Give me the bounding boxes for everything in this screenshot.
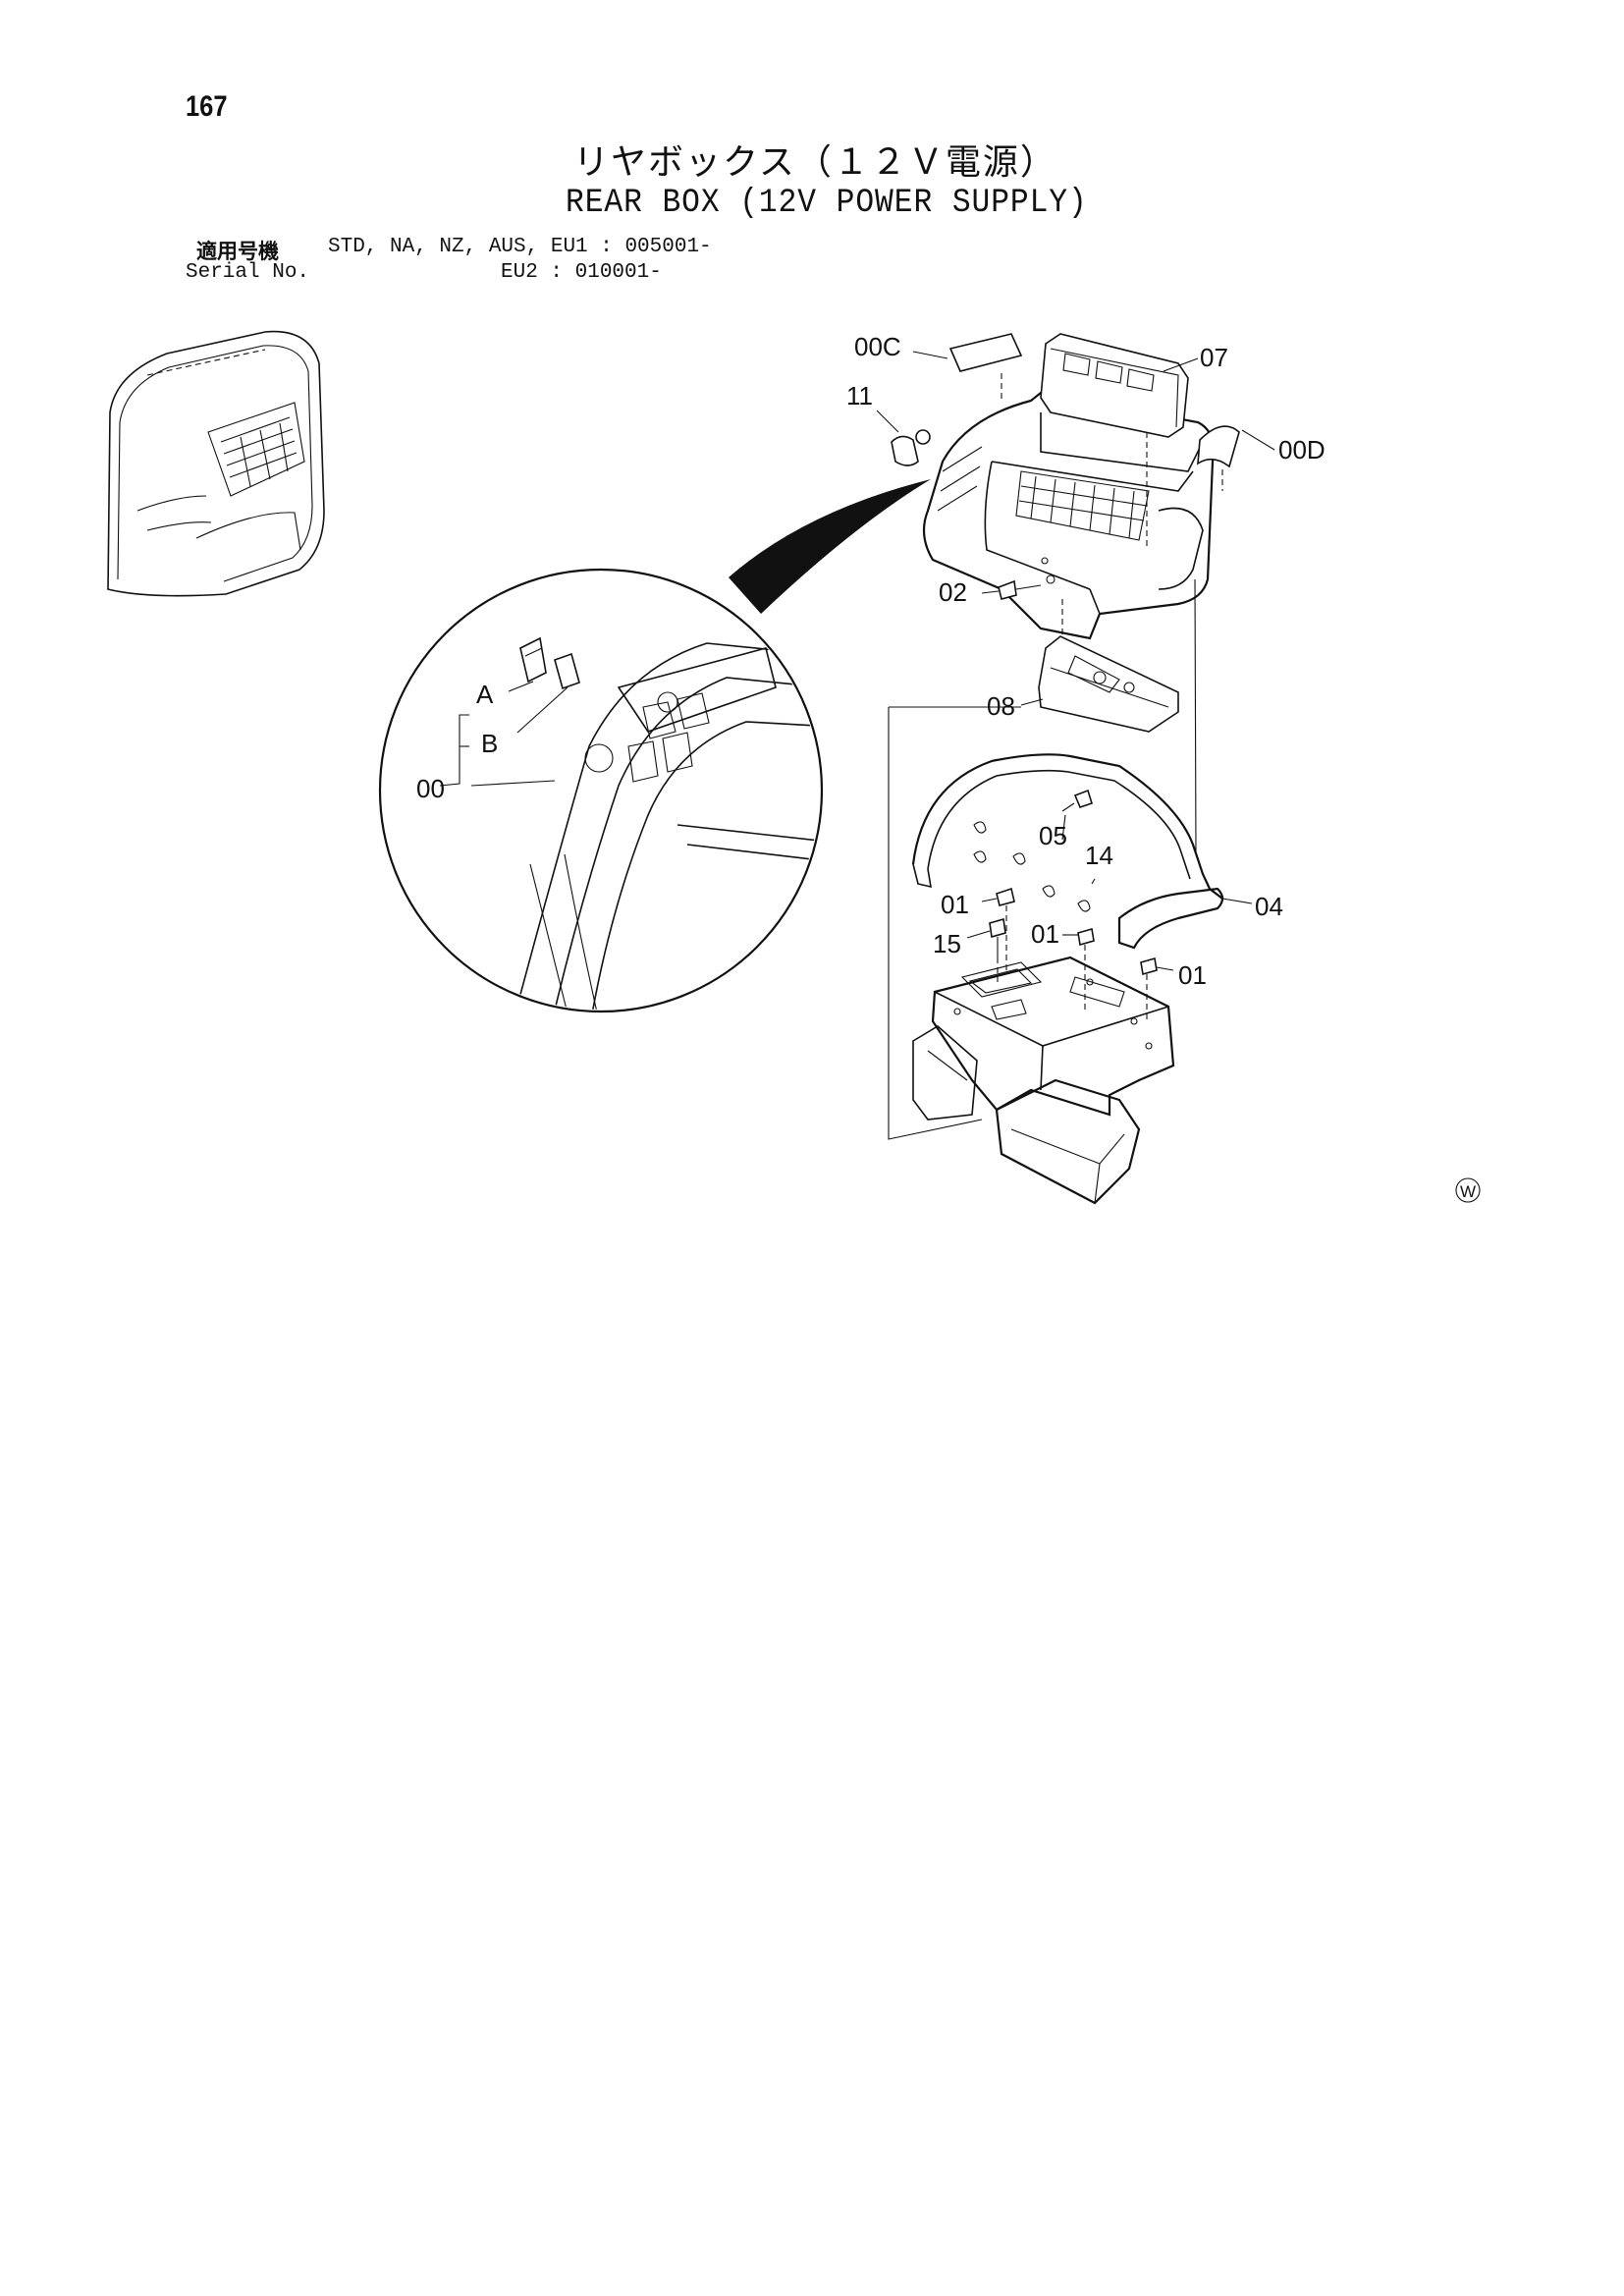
callout-15: 15 xyxy=(933,929,961,958)
part-07-lid xyxy=(1040,333,1189,550)
callout-04: 04 xyxy=(1255,892,1283,921)
callout-A: A xyxy=(476,680,494,709)
page-number: 167 xyxy=(186,90,228,123)
part-04-seal xyxy=(911,753,1253,950)
part-11-knob xyxy=(876,410,931,466)
cab-locator-illustration xyxy=(107,330,325,597)
callout-B: B xyxy=(481,729,498,758)
callout-00D: 00D xyxy=(1278,435,1326,465)
callout-00: 00 xyxy=(416,774,445,803)
zoom-detail-circle xyxy=(378,568,824,1013)
callout-08: 08 xyxy=(987,691,1015,721)
callout-11: 11 xyxy=(846,381,873,410)
callout-05: 05 xyxy=(1039,821,1067,850)
title-japanese: リヤボックス（１２Ｖ電源） xyxy=(573,142,1057,183)
callout-01-c: 01 xyxy=(1178,960,1207,990)
serial-range-2: EU2 : 010001- xyxy=(501,261,662,284)
part-01-bolts xyxy=(981,887,1174,1021)
serial-label-english: Serial No. xyxy=(186,261,310,284)
callout-14: 14 xyxy=(1085,841,1113,870)
callout-07: 07 xyxy=(1200,343,1228,372)
part-15-bolt xyxy=(966,917,1006,982)
part-02-screw xyxy=(981,579,1042,600)
callout-01-a: 01 xyxy=(941,890,969,919)
zoom-pointer xyxy=(729,479,931,614)
w-mark: W xyxy=(1460,1182,1476,1201)
bottom-frame xyxy=(912,956,1175,1205)
callout-01-b: 01 xyxy=(1031,919,1059,949)
part-05-clip xyxy=(1061,789,1093,841)
serial-range-1: STD, NA, NZ, AUS, EU1 : 005001- xyxy=(328,236,712,258)
callout-00C: 00C xyxy=(854,332,901,361)
callout-02: 02 xyxy=(939,577,967,607)
w-mark-circle xyxy=(1455,1177,1481,1203)
serial-label-japanese: 適用号機 xyxy=(196,240,279,263)
part-08-bracket xyxy=(1020,635,1179,733)
part-14-ties xyxy=(973,821,1096,912)
part-00D-cover xyxy=(1197,425,1275,491)
rear-box-assembly xyxy=(922,391,1216,640)
part-00C-cover xyxy=(912,333,1023,403)
title-english: REAR BOX (12V POWER SUPPLY) xyxy=(566,185,1088,222)
